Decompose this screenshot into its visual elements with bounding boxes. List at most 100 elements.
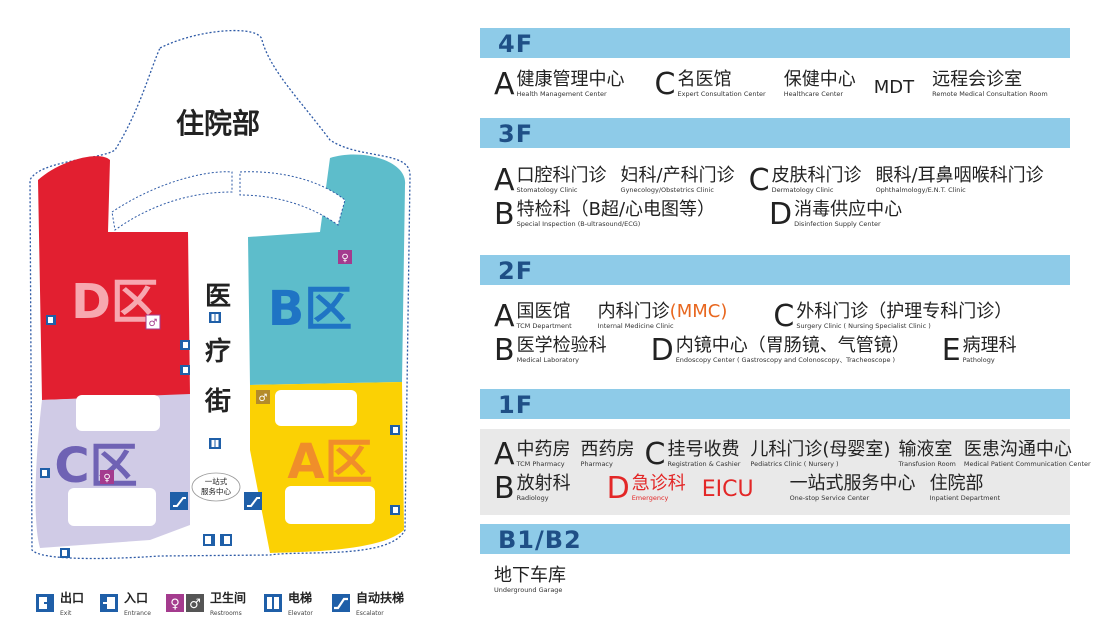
zone-letter: B [494,471,515,506]
dept-name: 儿科门诊(母婴室) [750,439,891,460]
street-char-2: 疗 [205,336,231,367]
court-c [68,488,156,526]
exit-icon [36,594,54,612]
dept-name: 内镜中心（胃肠镜、气管镜） [675,335,910,356]
zone-letter: D [650,333,674,368]
svg-text:♀: ♀ [170,597,180,612]
escalator-icon [244,492,262,510]
floor-4f-bar: 4F [480,28,1070,58]
floor-b1b2-label: B1/B2 [498,526,582,554]
onestop-label-1: 一站式 [205,476,228,486]
zone-c-label: C区 [54,438,137,494]
dept-item-eicu: EICU [702,478,754,502]
zone-letter: A [494,437,515,472]
svg-text:♂: ♂ [149,318,158,329]
floor-4f-label: 4F [498,30,534,58]
dept-name-main: 内科门诊 [597,301,670,322]
zone-b-label: B区 [268,281,353,337]
legend-escalator-en: Escalator [356,610,384,617]
elevator-icon [264,594,282,612]
zone-letter: C [773,299,795,334]
dept-name-en: Disinfection Supply Center [794,220,881,228]
dept-name: 输液室 [898,439,953,460]
dept-name: 放射科 [516,473,571,494]
dept-name: 口腔科门诊 [516,165,607,186]
dept-name-en: TCM Department [516,322,572,330]
dept-name: 健康管理中心 [516,69,625,90]
dept-item: MDT [874,78,914,98]
dept-name-en: Underground Garage [494,586,563,594]
dept-name-en: Inpatient Department [929,494,1001,502]
dept-name-en: Special Inspection (B-ultrasound/ECG) [516,220,641,228]
restroom-icon: ♂ [145,314,161,330]
legend-restroom-label: 卫生间 [210,591,247,605]
dept-name-en: Expert Consultation Center [677,90,766,98]
entrance-icon [100,594,118,612]
dept-name-en: Remote Medical Consultation Room [932,90,1048,98]
exit-icon [40,468,50,478]
dept-name-en: Pediatrics Clinic ( Nursery ) [750,460,839,468]
exit-icon [60,548,70,558]
dept-name: 急诊科 [631,473,686,494]
dept-name-en: Dermatology Clinic [771,186,834,194]
elevator-icon [209,312,221,323]
legend-exit-en: Exit [60,610,72,617]
court-a [285,486,375,524]
dept-name: 眼科/耳鼻咽喉科门诊 [875,165,1044,186]
dept-name-en: Surgery Clinic ( Nursing Specialist Clin… [796,322,931,330]
dept-name: 医患沟通中心 [963,439,1072,460]
zone-d-label: D区 [71,274,159,330]
dept-name: 外科门诊（护理专科门诊） [796,301,1013,322]
svg-text:♀: ♀ [341,253,348,264]
floor-1f-bar: 1F [480,389,1070,419]
court-d [76,395,160,431]
dept-name: 挂号收费 [667,439,740,460]
onestop-label-2: 服务中心 [201,486,231,496]
dept-name-en: One-stop Service Center [789,494,870,502]
roof-arc-left [111,171,233,231]
dept-name-en: Transfusion Room [898,460,956,468]
dept-item: 内科门诊(MMC)Internal Medicine Clinic [597,301,728,331]
zone-letter: A [494,163,515,198]
inpatient-label: 住院部 [176,107,260,140]
dept-name: 保健中心 [783,69,856,90]
dept-name: 消毒供应中心 [794,199,903,220]
zone-letter: B [494,197,515,232]
dept-name-suffix: (MMC) [669,301,728,322]
dept-name: 特检科（B超/心电图等） [516,199,716,220]
floor-3f-label: 3F [498,120,534,148]
legend-restroom-en: Restrooms [210,610,242,617]
dept-name: 西药房 [580,439,635,460]
zone-a-label: A区 [287,434,372,490]
escalator-icon [332,594,350,612]
exit-icon [46,315,56,325]
restroom-icon: ♀ [100,470,114,484]
dept-name-en: Pharmacy [580,460,613,468]
restroom-icon: ♀ [338,250,352,264]
